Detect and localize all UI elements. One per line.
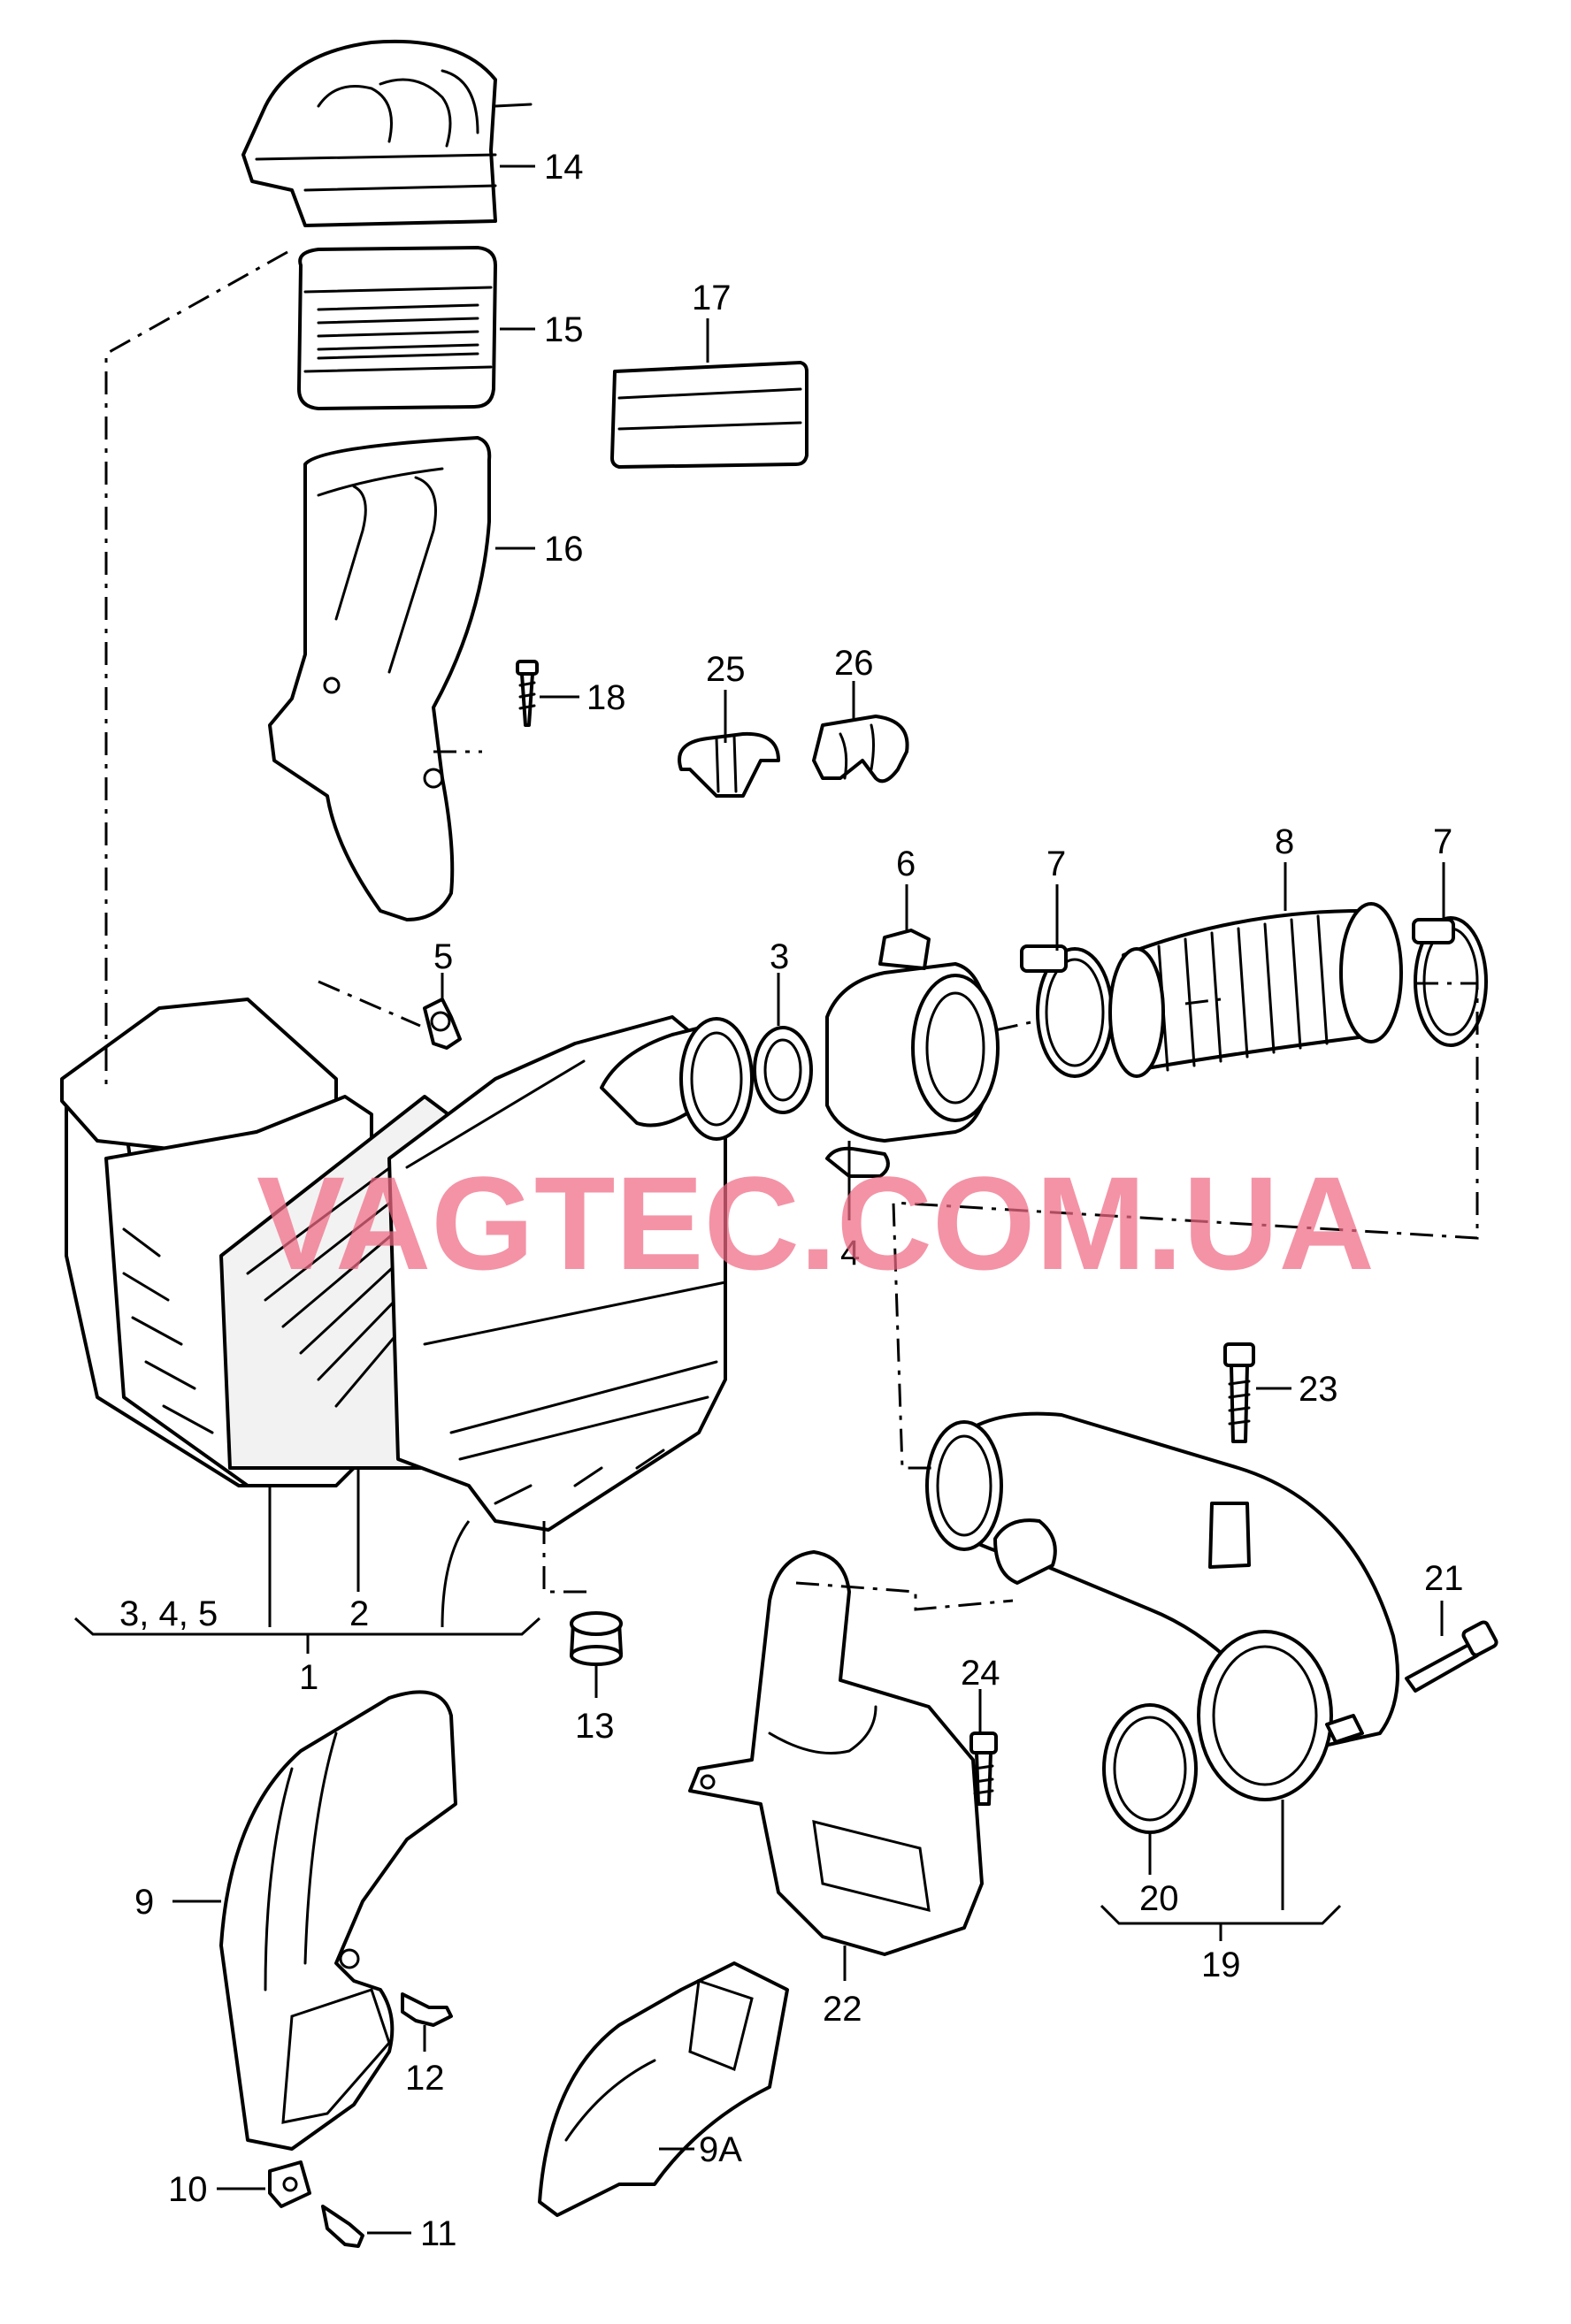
- callout-7b: 7: [1433, 822, 1452, 861]
- part-12-screw: [401, 1992, 453, 2027]
- callout-22: 22: [823, 1990, 862, 2029]
- callout-20: 20: [1139, 1879, 1179, 1918]
- callout-10: 10: [168, 2170, 208, 2209]
- housing-inlet-neck: [600, 1017, 754, 1141]
- part-9a-air-duct: [538, 1961, 789, 2217]
- part-8-intake-hose: [1108, 902, 1403, 1078]
- callout-21: 21: [1424, 1559, 1464, 1598]
- part-13-rubber-mount: [570, 1611, 623, 1666]
- part-22-air-guide: [688, 1550, 984, 1956]
- watermark-text: VAGTEC.COM.UA: [257, 1149, 1375, 1297]
- part-17-filter-insert: [610, 361, 808, 469]
- callout-23: 23: [1299, 1370, 1338, 1409]
- part-26-clip: [812, 715, 909, 784]
- callout-7a: 7: [1046, 845, 1066, 883]
- callout-labels: 14 15 17 16 18 25 26 5 3 6 7 8 7 4 23 21…: [119, 148, 1464, 2253]
- assembly-lines: [104, 250, 1479, 1611]
- callout-17: 17: [692, 279, 732, 317]
- part-24-bolt: [969, 1732, 998, 1806]
- callout-24: 24: [961, 1654, 1000, 1693]
- callout-1: 1: [299, 1658, 318, 1697]
- callout-6: 6: [896, 845, 916, 883]
- part-3-o-ring: [753, 1026, 813, 1114]
- part-1-housing-upper: [387, 1015, 727, 1532]
- part-5-bolt: [423, 998, 462, 1050]
- part-4-clip: [825, 1146, 890, 1178]
- part-7-hose-clamp-left: [1020, 944, 1114, 1078]
- part-6-air-mass-meter: [825, 929, 1000, 1143]
- part-11-screw: [321, 2205, 364, 2248]
- part-21-bolt: [1405, 1620, 1498, 1693]
- part-16-intake-duct: [268, 436, 492, 921]
- callout-19: 19: [1201, 1946, 1241, 1984]
- callout-345: 3, 4, 5: [119, 1594, 218, 1633]
- callout-18: 18: [586, 678, 626, 717]
- callout-26: 26: [834, 644, 874, 683]
- callout-25: 25: [706, 650, 746, 689]
- callout-5: 5: [433, 937, 453, 976]
- callout-4: 4: [840, 1234, 860, 1273]
- part-15-filter-element: [297, 246, 497, 410]
- callout-2: 2: [349, 1594, 369, 1633]
- callout-12: 12: [405, 2059, 445, 2098]
- part-25-clip: [678, 731, 780, 798]
- callout-11: 11: [420, 2214, 457, 2253]
- callout-13: 13: [575, 1707, 615, 1746]
- part-23-bolt: [1223, 1342, 1255, 1443]
- callout-9: 9: [134, 1883, 154, 1922]
- callout-16: 16: [544, 530, 584, 569]
- callout-8: 8: [1275, 822, 1294, 861]
- callout-3: 3: [770, 937, 789, 976]
- leader-lines: [73, 164, 1445, 2235]
- part-7-hose-clamp-right: [1412, 916, 1488, 1047]
- part-9-air-duct: [219, 1690, 457, 2151]
- part-20-o-ring: [1102, 1703, 1198, 1834]
- part-10-clip: [268, 2160, 311, 2208]
- callout-15: 15: [544, 310, 584, 349]
- part-19-intake-pipe: [925, 1411, 1399, 1801]
- part-18-screw: [516, 660, 539, 727]
- callout-14: 14: [544, 148, 584, 187]
- callout-9a: 9A: [699, 2130, 742, 2169]
- part-14-filter-cover: [241, 39, 533, 227]
